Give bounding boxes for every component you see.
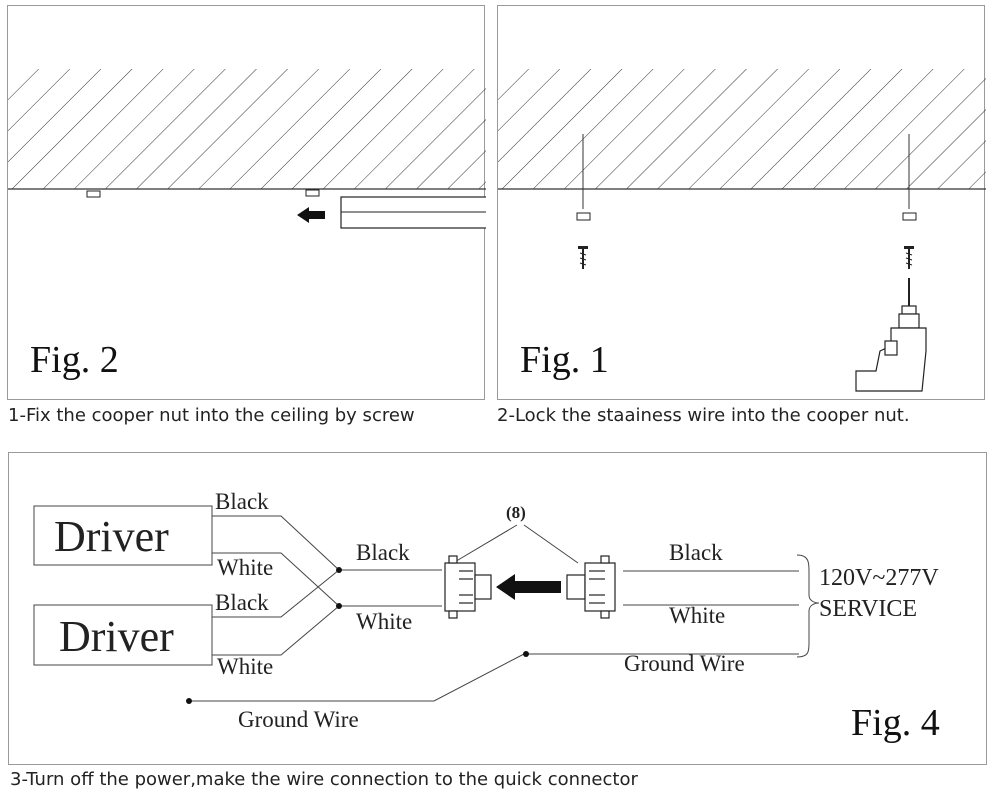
right-label-white: White	[669, 603, 726, 628]
left-arrow-icon	[297, 207, 325, 223]
copper-nut-icon	[576, 212, 591, 221]
fig2-drawing	[8, 69, 486, 229]
fig4-label: Fig. 4	[851, 702, 940, 744]
service-label: SERVICE	[819, 596, 918, 622]
connect-arrow-icon	[496, 574, 561, 600]
fig2-label: Fig. 2	[30, 339, 119, 381]
wire-label-white: White	[217, 654, 274, 679]
connector-callout: (8)	[506, 503, 526, 522]
wire-label-white: White	[217, 555, 274, 580]
driver-top-label: Driver	[54, 512, 169, 561]
fig1-caption: 2-Lock the staainess wire into the coope…	[497, 405, 910, 426]
power-drill-icon	[855, 278, 927, 392]
quick-connector-male-icon	[566, 555, 616, 619]
right-label-black: Black	[669, 540, 723, 565]
driver-box	[33, 604, 213, 666]
copper-nut-icon	[305, 189, 320, 197]
copper-nut-icon	[86, 190, 101, 198]
screw-icon	[578, 246, 588, 269]
ceiling-hatch	[8, 69, 486, 189]
wire-label-black: Black	[215, 489, 269, 514]
service-voltage: 120V~277V	[819, 565, 939, 591]
ground-wire-right-label: Ground Wire	[624, 651, 745, 676]
mid-label-black: Black	[356, 540, 410, 565]
quick-connector-female-icon	[444, 555, 492, 619]
fig2-caption: 1-Fix the cooper nut into the ceiling by…	[8, 405, 415, 426]
fig1-panel: Fig. 1	[497, 5, 986, 400]
screw-icon	[904, 246, 914, 269]
ground-wire-left-label: Ground Wire	[238, 707, 359, 732]
wire-label-black: Black	[215, 590, 269, 615]
driver-box	[33, 505, 213, 566]
driver-bottom-label: Driver	[59, 612, 174, 661]
fig4-panel: Driver Driver Black White Black White Bl…	[8, 452, 987, 765]
mid-label-white: White	[356, 609, 413, 634]
fig1-label: Fig. 1	[520, 339, 609, 381]
brace	[796, 554, 820, 658]
ceiling-hatch	[498, 69, 986, 189]
fig1-drawing	[498, 69, 986, 392]
copper-nut-icon	[902, 212, 917, 221]
fig2-panel: Fig. 2	[7, 5, 486, 400]
wiring-diagram	[33, 505, 820, 704]
fig4-caption: 3-Turn off the power,make the wire conne…	[10, 769, 638, 790]
